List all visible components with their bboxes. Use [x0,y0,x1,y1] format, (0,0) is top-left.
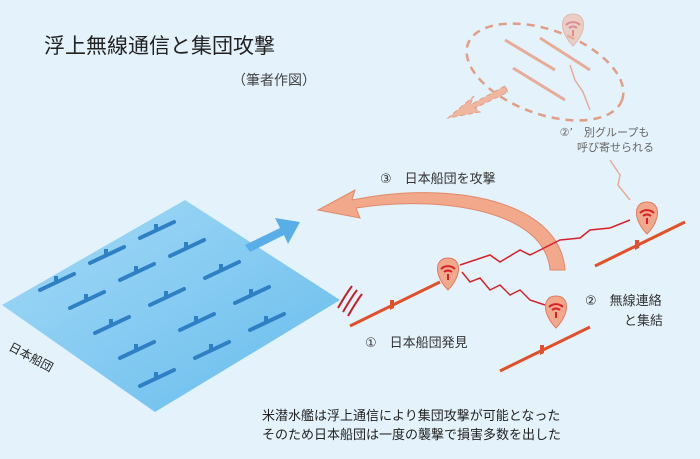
radio-signals [459,219,631,306]
wifi-balloon-icon [436,257,460,291]
caption: 米潜水艦は浮上通信により集団攻撃が可能となった そのため日本船団は一度の襲撃で損… [262,407,561,445]
submarine-icon [498,325,592,373]
credit-label: （筆者作図） [232,73,316,89]
step1-label: ① 日本船団発見 [365,336,468,351]
step2-prime-label: ②’ 別グループも 呼び寄せられる [559,126,654,154]
other-group [446,13,631,201]
sonar-wave-icon [337,285,363,317]
japanese-convoy-sea [2,200,340,412]
wifi-balloon-icon [544,295,568,329]
step3-label: ③ 日本船団を攻撃 [380,172,496,187]
submarine-icon [348,280,442,328]
page-title: 浮上無線通信と集団攻撃 [44,34,275,58]
step2-label: ② 無線連絡 と集結 [585,294,664,329]
attack-arrow [316,188,566,271]
wifi-balloon-icon [635,201,659,235]
convoy-direction-arrow [245,218,300,252]
other-group-arrow [446,85,509,119]
caption-line: 米潜水艦は浮上通信により集団攻撃が可能となった [262,409,561,424]
caption-line: そのため日本船団は一度の襲撃で損害多数を出した [262,428,562,443]
